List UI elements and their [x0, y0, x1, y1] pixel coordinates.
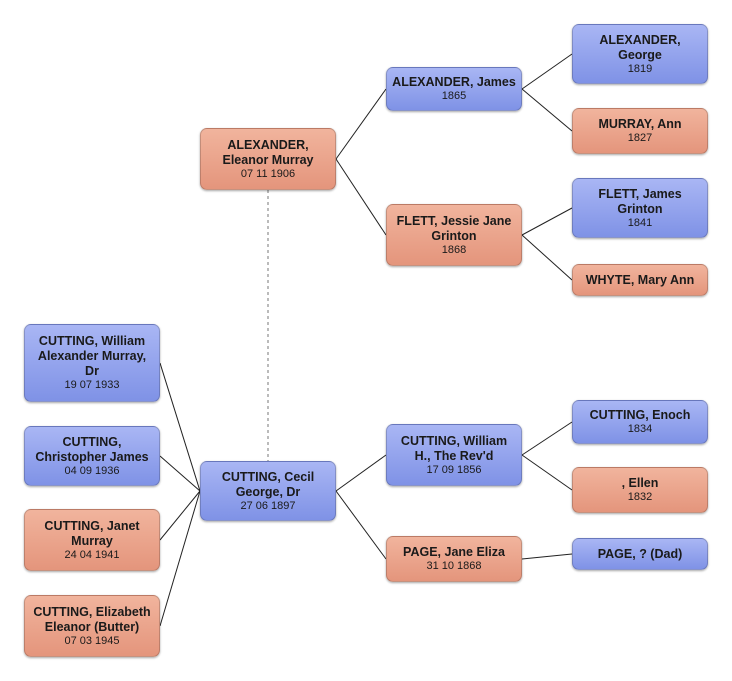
person-date: 1868 [441, 243, 467, 256]
person-date: 1827 [627, 132, 653, 144]
person-date: 27 06 1897 [240, 499, 296, 512]
parent-link [335, 158, 387, 236]
person-date: 19 07 1933 [64, 379, 120, 391]
person-name: MURRAY, Ann [598, 117, 682, 131]
person-name: ALEXANDER, [227, 137, 309, 152]
person-date: 1819 [627, 62, 653, 75]
person-name: ALEXANDER, [599, 32, 681, 47]
person-name: Grinton [617, 201, 663, 216]
person-name: CUTTING, Cecil [221, 469, 315, 484]
parent-link [521, 454, 573, 491]
child-link [159, 362, 201, 492]
child-link [159, 455, 201, 492]
person-date: 1834 [627, 423, 653, 435]
person-name: George, Dr [235, 484, 301, 499]
parent-link [335, 490, 387, 560]
person-name: CUTTING, William [38, 334, 146, 348]
person-name: CUTTING, William [400, 433, 508, 448]
person-name: CUTTING, Janet [44, 518, 140, 533]
person-name: WHYTE, Mary Ann [585, 272, 695, 287]
parent-link [335, 454, 387, 492]
person-name: Grinton [431, 228, 477, 243]
person-box-mary-whyte[interactable]: WHYTE, Mary Ann [572, 264, 708, 296]
person-name: ALEXANDER, James [392, 75, 516, 89]
parent-link [521, 88, 573, 132]
person-name: PAGE, ? (Dad) [597, 546, 683, 561]
person-name: FLETT, James [598, 186, 682, 201]
person-name: Eleanor Murray [222, 152, 314, 167]
child-link [159, 490, 201, 627]
person-name: CUTTING, Enoch [589, 408, 691, 422]
person-date: 17 09 1856 [426, 463, 482, 476]
person-name: George [618, 47, 662, 62]
parent-link [521, 553, 573, 560]
person-date: 1832 [627, 491, 653, 503]
parent-link [335, 88, 387, 160]
person-date: 07 11 1906 [240, 167, 296, 180]
person-name: CUTTING, [62, 434, 122, 449]
child-link [159, 490, 201, 541]
person-box-page-dad[interactable]: PAGE, ? (Dad) [572, 538, 708, 570]
parent-link [521, 53, 573, 90]
person-date: 07 03 1945 [64, 634, 120, 647]
person-name: FLETT, Jessie Jane [396, 213, 512, 228]
person-name: , Ellen [621, 476, 659, 490]
person-name: Christopher James [35, 449, 149, 464]
person-name: Dr [85, 364, 99, 378]
person-date: 31 10 1868 [426, 560, 482, 572]
parent-link [521, 421, 573, 456]
person-name: PAGE, Jane Eliza [403, 545, 505, 559]
person-date: 1865 [441, 90, 467, 102]
person-date: 24 04 1941 [64, 548, 120, 561]
person-name: Alexander Murray, [37, 349, 147, 363]
person-date: 04 09 1936 [64, 464, 120, 477]
person-date: 1841 [627, 216, 653, 229]
person-name: Murray [71, 533, 113, 548]
person-name: Eleanor (Butter) [44, 619, 140, 634]
person-name: H., The Rev'd [414, 448, 494, 463]
person-name: CUTTING, Elizabeth [33, 604, 151, 619]
parent-link [521, 207, 573, 236]
parent-link [521, 234, 573, 281]
